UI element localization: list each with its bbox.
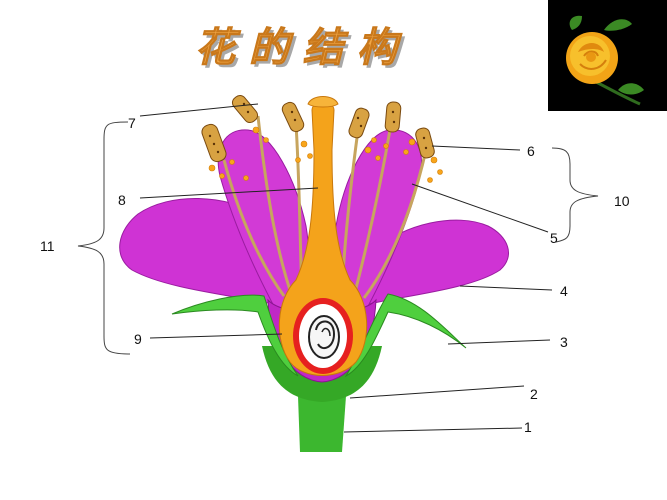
label-8: 8: [118, 192, 126, 208]
pollen-grains: [208, 126, 443, 183]
sepal-left: [171, 294, 299, 377]
leader-lines: [139, 103, 553, 433]
filaments: [222, 115, 428, 299]
stigma: [307, 96, 339, 108]
label-5: 5: [550, 230, 558, 246]
brace-right-10: [551, 147, 599, 243]
anthers: [201, 94, 435, 163]
rose-photo-icon: [548, 0, 667, 111]
label-1: 1: [524, 419, 532, 435]
label-4: 4: [560, 283, 568, 299]
label-11: 11: [40, 238, 55, 254]
ovule-icon: [308, 315, 340, 359]
label-3: 3: [560, 334, 568, 350]
label-10: 10: [614, 193, 630, 209]
brace-left-11: [77, 121, 131, 355]
part-labels: 7 8 9 11 6 10 5 4 3 2 1: [40, 115, 630, 435]
page-title: 花的结构 花的结构: [195, 24, 414, 75]
label-9: 9: [134, 331, 142, 347]
pistil: [278, 102, 368, 376]
label-2: 2: [530, 386, 538, 402]
sepal-right: [344, 293, 467, 378]
label-7: 7: [128, 115, 136, 131]
stem: [298, 396, 346, 452]
title-shadow: 花的结构: [198, 27, 414, 74]
anther-dots: [208, 102, 428, 154]
label-6: 6: [527, 143, 535, 159]
flower-illustration: [119, 94, 509, 452]
title-text: 花的结构: [195, 24, 411, 71]
